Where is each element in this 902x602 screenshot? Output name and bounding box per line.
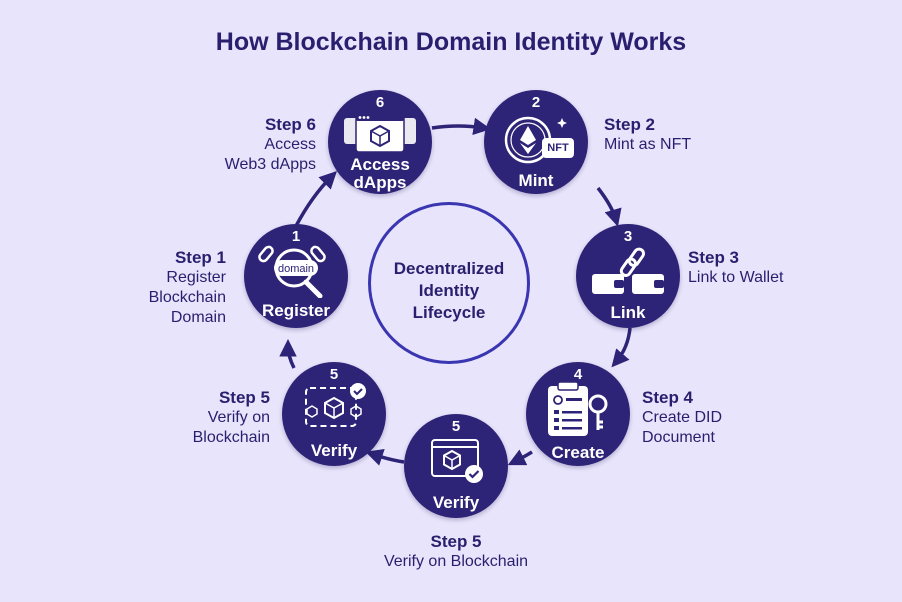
caption-step-2: Step 2 Mint as NFT: [604, 115, 691, 155]
caption-line-2: Document: [642, 429, 715, 446]
center-ring: [368, 202, 530, 364]
clipboard-key-icon: [548, 381, 608, 436]
wallet-link-icon: [592, 247, 664, 294]
node-label: Link: [610, 303, 646, 322]
caption-heading: Step 5: [430, 532, 482, 551]
caption-step-5-left: Step 5 Verify on Blockchain: [193, 388, 270, 448]
caption-heading: Step 5: [218, 388, 270, 407]
node-label: Access dApps: [328, 156, 432, 192]
caption-step-3: Step 3 Link to Wallet: [688, 248, 783, 288]
caption-heading: Step 2: [604, 115, 656, 134]
node-label: Register: [261, 301, 331, 320]
arrow-verify-to-verify: [365, 449, 405, 466]
domain-search-text: domain: [277, 263, 315, 275]
nft-badge-label: NFT: [547, 142, 569, 154]
arrow-mint-to-link: [596, 186, 622, 227]
magnifier-domain-icon: [258, 245, 326, 298]
node-number: 2: [531, 94, 541, 111]
caption-step-5-bottom: Step 5 Verify on Blockchain: [356, 532, 556, 572]
caption-line-2: Web3 dApps: [224, 156, 316, 173]
caption-line-1: Verify on: [207, 409, 270, 426]
caption-line-1: Link to Wallet: [688, 269, 784, 286]
node-number: 1: [291, 228, 301, 245]
caption-line-2: Blockchain: [148, 289, 226, 306]
node-verify-left: 5 Verify: [282, 362, 386, 466]
arrow-verify-to-register: [279, 339, 297, 369]
node-label: Mint: [518, 171, 554, 190]
node-link: 3 Link: [576, 224, 680, 328]
center-line-3: Lifecycle: [412, 303, 486, 322]
node-access-dapps: 6 Access dApps: [328, 90, 432, 194]
center-label: Decentralized Identity Lifecycle: [368, 258, 530, 324]
caption-step-4: Step 4 Create DID Document: [642, 388, 722, 448]
node-number: 4: [573, 366, 583, 383]
caption-heading: Step 3: [688, 248, 740, 267]
node-number: 5: [329, 366, 339, 383]
node-register: 1 domain Register: [244, 224, 348, 328]
browser-window-icon: [344, 113, 416, 153]
node-verify-bottom: 5 Verify: [404, 414, 508, 518]
node-number: 6: [375, 94, 385, 111]
node-label: Create: [551, 443, 605, 462]
node-create: 4 Create: [526, 362, 630, 466]
caption-line-1: Verify on Blockchain: [383, 553, 529, 570]
node-label: Verify: [432, 493, 480, 512]
caption-line-1: Mint as NFT: [604, 136, 692, 153]
ethereum-coin-icon: [504, 116, 574, 164]
center-line-1: Decentralized: [393, 259, 505, 278]
node-number: 5: [451, 418, 461, 435]
node-label: Verify: [310, 441, 358, 460]
caption-heading: Step 6: [264, 115, 316, 134]
arrow-access-to-mint: [431, 117, 491, 136]
node-number: 3: [623, 228, 633, 245]
caption-line-1: Access: [264, 136, 316, 153]
node-mint: 2 NFT Mint: [484, 90, 588, 194]
caption-heading: Step 1: [174, 248, 226, 267]
arrow-link-to-create: [611, 327, 632, 368]
caption-step-1: Step 1 Register Blockchain Domain: [149, 248, 226, 328]
caption-heading: Step 4: [642, 388, 694, 407]
arrow-create-to-verify: [507, 449, 533, 466]
caption-line-1: Create DID: [642, 409, 723, 426]
caption-line-2: Blockchain: [192, 429, 270, 446]
caption-line-1: Register: [166, 269, 226, 286]
caption-step-6: Step 6 Access Web3 dApps: [225, 115, 316, 175]
caption-line-3: Domain: [170, 309, 226, 326]
page-title: How Blockchain Domain Identity Works: [215, 28, 687, 56]
node-label-line-2: dApps: [353, 173, 407, 192]
node-label-line-1: Access: [350, 155, 410, 174]
block-check-icon: [431, 439, 483, 483]
center-line-2: Identity: [418, 281, 480, 300]
cube-network-icon: [305, 383, 366, 427]
arrow-register-to-access: [294, 171, 337, 227]
